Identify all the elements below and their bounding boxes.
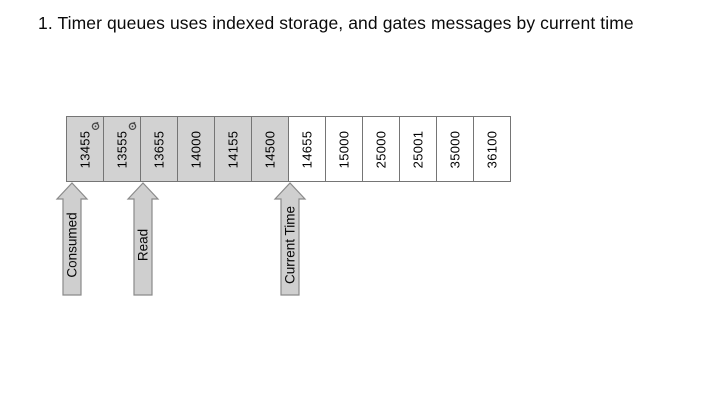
up-arrow-icon xyxy=(273,182,307,296)
stopwatch-icon xyxy=(90,120,101,131)
queue-cell: 13555 xyxy=(103,116,141,182)
timer-queue-row: 13455 13555 xyxy=(66,116,511,182)
read-pointer: Read xyxy=(126,182,160,296)
page-title: 1. Timer queues uses indexed storage, an… xyxy=(38,13,634,33)
queue-cell: 25000 xyxy=(362,116,400,182)
read-label: Read xyxy=(135,228,151,261)
cell-value: 36100 xyxy=(484,130,500,168)
stopwatch-icon xyxy=(127,120,138,131)
cell-value: 14155 xyxy=(225,130,241,168)
current-time-label: Current Time xyxy=(282,205,298,284)
consumed-pointer: Consumed xyxy=(55,182,89,296)
queue-cell: 14155 xyxy=(214,116,252,182)
cell-value: 14000 xyxy=(188,130,204,168)
cell-value: 13555 xyxy=(114,130,130,168)
queue-cell: 25001 xyxy=(399,116,437,182)
consumed-label: Consumed xyxy=(64,212,80,278)
queue-cell: 14000 xyxy=(177,116,215,182)
cell-value: 14655 xyxy=(299,130,315,168)
queue-cell: 15000 xyxy=(325,116,363,182)
cell-value: 25001 xyxy=(410,130,426,168)
current-time-pointer: Current Time xyxy=(273,182,307,296)
up-arrow-icon xyxy=(55,182,89,296)
up-arrow-icon xyxy=(126,182,160,296)
queue-cell: 35000 xyxy=(436,116,474,182)
cell-value: 14500 xyxy=(262,130,278,168)
queue-cell: 13455 xyxy=(66,116,104,182)
queue-cell: 14500 xyxy=(251,116,289,182)
queue-cell: 36100 xyxy=(473,116,511,182)
queue-cell: 13655 xyxy=(140,116,178,182)
cell-value: 35000 xyxy=(447,130,463,168)
queue-cell: 14655 xyxy=(288,116,326,182)
cell-value: 25000 xyxy=(373,130,389,168)
cell-value: 15000 xyxy=(336,130,352,168)
cell-value: 13455 xyxy=(77,130,93,168)
cell-value: 13655 xyxy=(151,130,167,168)
